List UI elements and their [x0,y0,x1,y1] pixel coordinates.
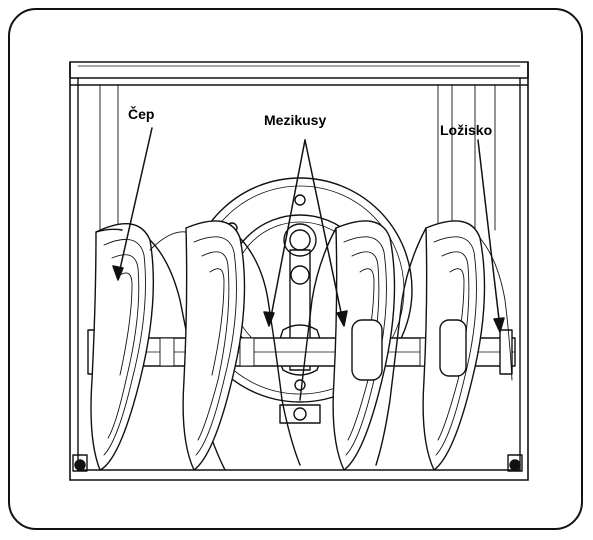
mezikusy-leader-line-left [269,139,306,323]
mezikusy-arrowhead-left [263,311,275,327]
auger-flight-right [375,220,513,471]
auger-flight-right-inner [299,220,396,471]
auger-housing [69,61,529,481]
auger-flight-left-inner [149,220,301,471]
label-leaders [112,127,505,333]
mezikusy-leader-line-right [304,139,344,323]
lozisko-arrowhead [493,317,505,333]
lozisko-leader-line [477,139,501,329]
cep-arrowhead [112,265,124,281]
label-lozisko: Ložisko [440,122,493,138]
label-mezikusy: Mezikusy [264,112,327,128]
cep-leader-line [117,127,153,279]
mezikusy-arrowhead-right [336,310,348,327]
label-cep: Čep [128,106,155,122]
